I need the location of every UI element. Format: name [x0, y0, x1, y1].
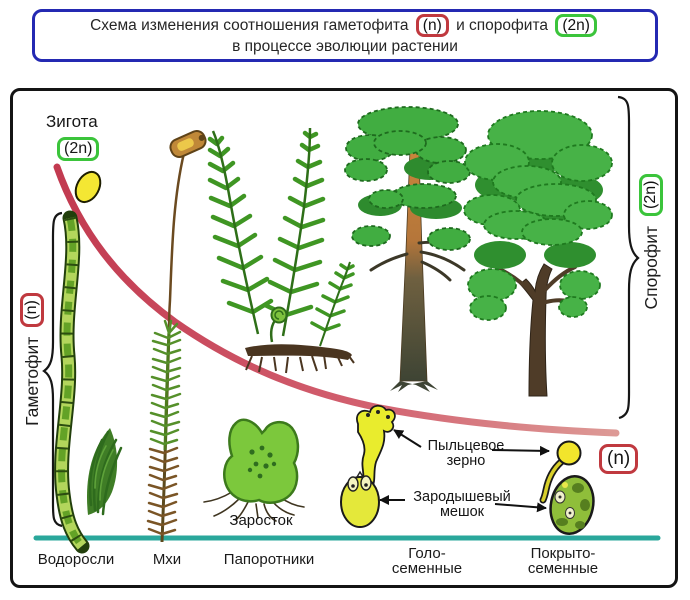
category-mosses-line1: Мхи	[152, 551, 182, 568]
title-ploidy-2n-chip: (2n)	[555, 13, 597, 38]
title-text-1: Схема изменения соотношения гаметофита	[90, 16, 409, 34]
pollen-grain-label: Пыльцевое зерно	[411, 439, 521, 468]
category-gymnosperms-line1: Голо-	[408, 545, 446, 562]
category-angiosperms: Покрыто- семенные	[503, 545, 623, 577]
embryo-sac-label-line2: мешок	[439, 503, 485, 520]
category-gymnosperms-line2: семенные	[391, 559, 463, 577]
prothallus-label: Заросток	[229, 512, 293, 529]
gametophyte-ploidy-chip: (n)	[19, 293, 45, 327]
category-ferns-line1: Папоротники	[223, 551, 315, 568]
category-ferns: Папоротники	[209, 551, 329, 568]
zygote-ploidy-chip: (2n)	[57, 137, 100, 162]
gametophyte-n-chip-bottom: (n)	[599, 444, 639, 474]
pollen-grain-label-line2: зерно	[446, 452, 486, 469]
title-line-2: в процессе эволюции растении	[232, 38, 458, 56]
pollen-grain-label-line1: Пыльцевое	[427, 438, 505, 454]
zygote-label: Зигота	[46, 112, 98, 131]
embryo-sac-label-line1: Зародышевый	[413, 489, 511, 505]
category-mosses: Мхи	[127, 551, 207, 568]
category-angiosperms-line1: Покрыто-	[530, 545, 596, 562]
embryo-sac-label: Зародышевый мешок	[397, 490, 527, 519]
category-algae: Водоросли	[16, 551, 136, 568]
gametophyte-label: Гаметофит	[21, 336, 42, 426]
sporophyte-label: Спорофит	[640, 225, 661, 310]
sporophyte-ploidy-chip: (2n)	[638, 173, 664, 216]
sporophyte-axis: Спорофит (2n)	[638, 165, 664, 315]
gametophyte-axis: Гаметофит (n)	[19, 278, 45, 438]
title-line-1: Схема изменения соотношения гаметофита (…	[90, 13, 600, 38]
category-gymnosperms: Голо- семенные	[377, 545, 477, 577]
title-box: Схема изменения соотношения гаметофита (…	[32, 9, 658, 62]
category-angiosperms-line2: семенные	[527, 559, 599, 577]
diagram-frame	[10, 88, 678, 588]
title-text-2: и спорофита	[456, 16, 548, 34]
category-algae-line1: Водоросли	[37, 551, 115, 568]
title-ploidy-n-chip: (n)	[415, 13, 449, 38]
